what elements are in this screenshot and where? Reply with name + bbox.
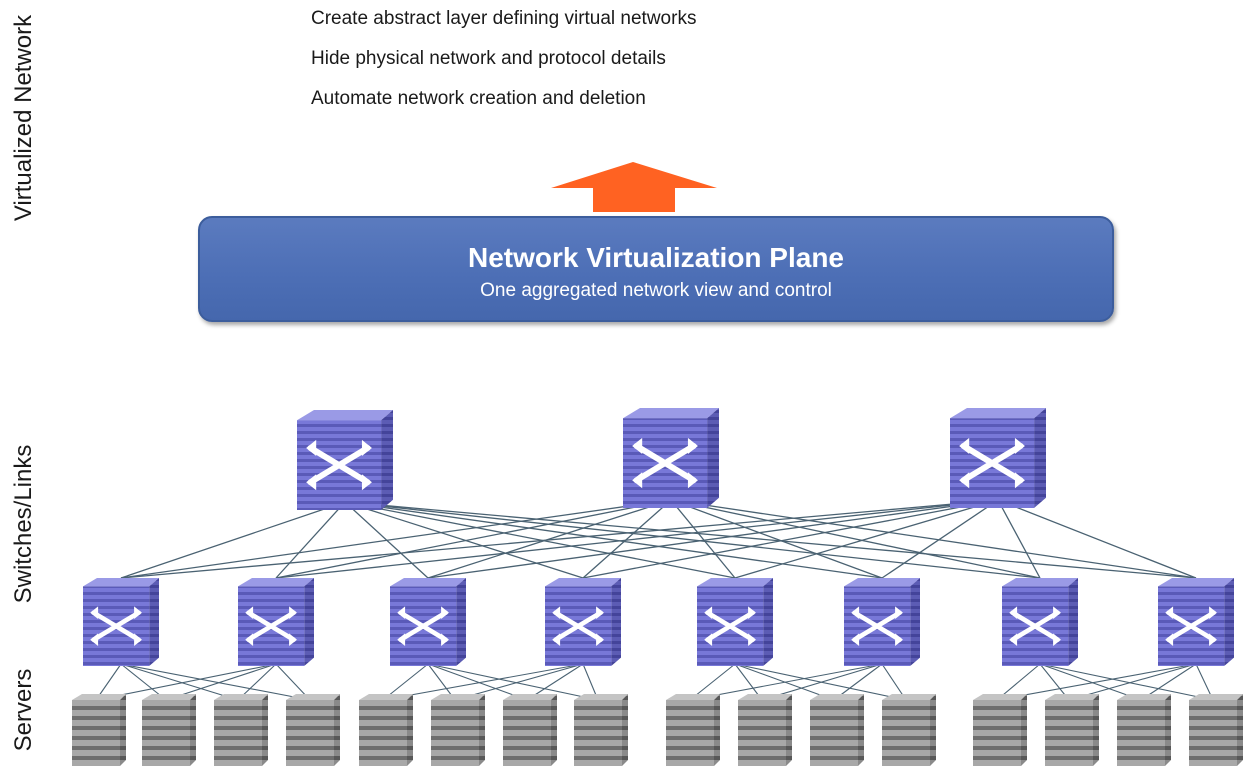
link-line [344, 501, 1041, 579]
link-line [1039, 663, 1142, 701]
network-switch-icon [238, 578, 314, 666]
feature-item: Automate network creation and deletion [311, 88, 646, 109]
server-icon [666, 694, 720, 766]
link-line [997, 499, 1197, 579]
link-line [427, 499, 672, 579]
network-switch-icon [697, 578, 773, 666]
network-switch-icon [1158, 578, 1234, 666]
link-line [344, 501, 736, 579]
server-icon [503, 694, 557, 766]
network-switch-icon [390, 578, 466, 666]
link-line [275, 499, 999, 579]
link-line [997, 499, 1041, 579]
server-icon [1045, 694, 1099, 766]
network-switch-icon [297, 410, 393, 510]
link-line [120, 499, 999, 579]
link-line [427, 663, 599, 701]
server-icon [738, 694, 792, 766]
server-icon [431, 694, 485, 766]
server-icon [359, 694, 413, 766]
link-line [670, 499, 736, 579]
link-line [344, 501, 1197, 579]
link-line [427, 663, 528, 701]
server-icon [1117, 694, 1171, 766]
network-virtualization-plane: Network Virtualization Plane One aggrega… [198, 216, 1114, 322]
link-line [670, 499, 1041, 579]
link-line [344, 501, 883, 579]
network-switch-icon [623, 408, 719, 508]
link-line [670, 499, 1197, 579]
up-arrow-icon [551, 162, 717, 212]
link-line [689, 663, 883, 701]
server-icon [286, 694, 340, 766]
server-icon [214, 694, 268, 766]
feature-item: Create abstract layer defining virtual n… [311, 8, 697, 29]
server-icon [810, 694, 864, 766]
server-icon [882, 694, 936, 766]
link-line [120, 501, 346, 579]
link-line [1039, 663, 1214, 701]
link-line [582, 499, 672, 579]
network-switch-icon [545, 578, 621, 666]
plane-subtitle: One aggregated network view and control [480, 280, 832, 301]
link-line [120, 663, 239, 701]
link-line [670, 499, 883, 579]
plane-title: Network Virtualization Plane [467, 242, 845, 273]
network-switch-icon [1002, 578, 1078, 666]
link-line [881, 499, 999, 579]
link-line [120, 663, 311, 701]
link-line [582, 499, 999, 579]
server-icon [142, 694, 196, 766]
link-line [382, 663, 584, 701]
link-line [734, 499, 999, 579]
link-line [427, 499, 999, 579]
feature-list: Create abstract layer defining virtual n… [311, 6, 696, 126]
server-icon [1189, 694, 1243, 766]
link-line [275, 499, 672, 579]
link-line [996, 663, 1197, 701]
network-switch-icon [844, 578, 920, 666]
server-icon [72, 694, 126, 766]
link-line [344, 501, 584, 579]
link-line [275, 501, 346, 579]
server-icon [574, 694, 628, 766]
link-line [120, 499, 672, 579]
network-switch-icon [83, 578, 159, 666]
feature-item: Hide physical network and protocol detai… [311, 48, 666, 69]
network-switch-icon [950, 408, 1046, 508]
server-icon [973, 694, 1027, 766]
